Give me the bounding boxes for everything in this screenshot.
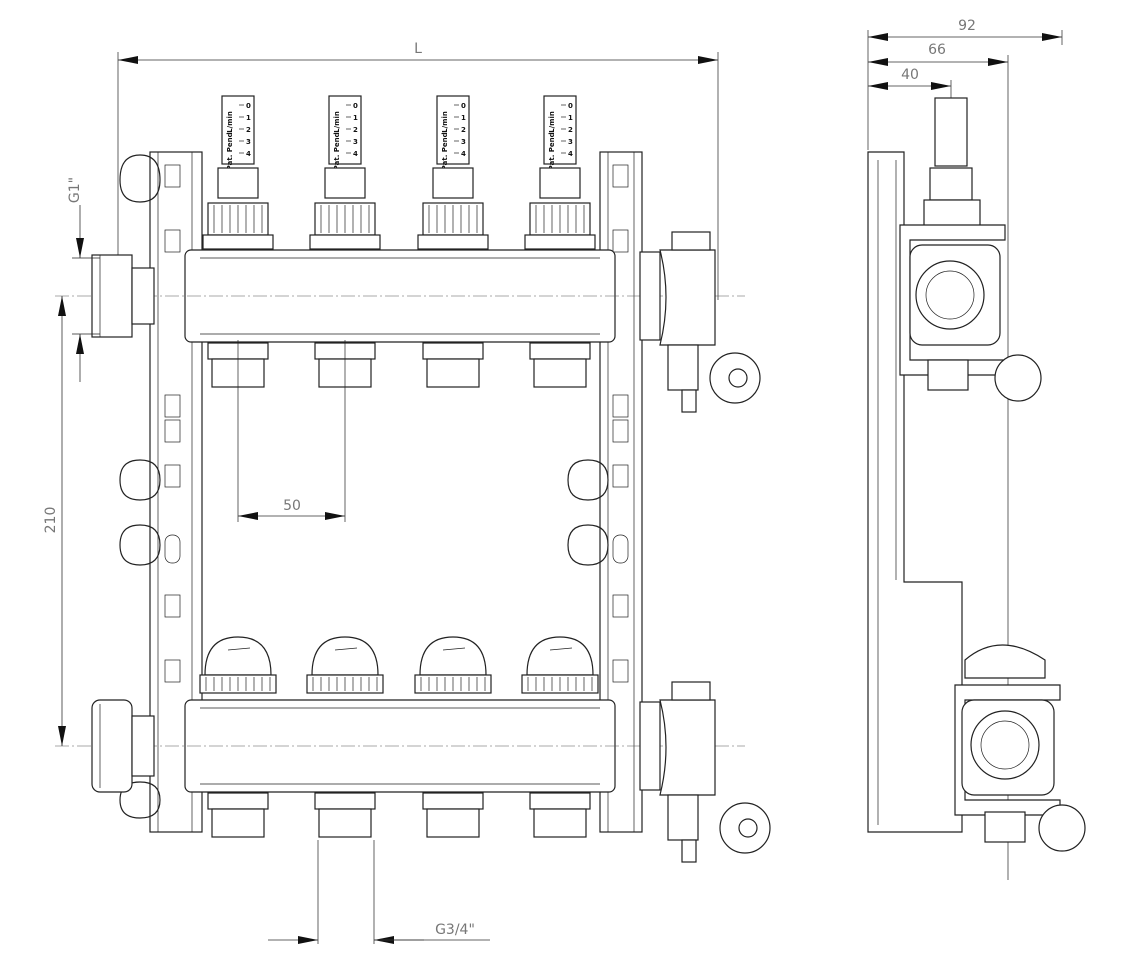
flowmeter-nut — [539, 167, 581, 199]
return-outlet-fitting — [314, 792, 376, 838]
dimension-header-spacing-label: 210 — [43, 507, 59, 534]
dimension-inlet-thread: G1" — [67, 177, 100, 382]
flowmeter-scale-mark: 3 — [568, 138, 573, 146]
bracket-slot — [164, 534, 181, 564]
flowmeter-scale-mark: 2 — [353, 126, 358, 134]
side-supply-header — [899, 224, 1042, 402]
dimension-outlet-pitch-label: 50 — [283, 498, 301, 514]
return-valve-cap[interactable] — [521, 636, 599, 694]
bracket-slot — [164, 419, 181, 443]
flowmeter-scale-mark: 4 — [246, 150, 251, 158]
side-return-header — [954, 644, 1086, 852]
supply-outlet-fitting — [422, 342, 484, 388]
bracket-slot — [612, 464, 629, 488]
side-bracket-plate — [867, 151, 963, 833]
flowmeter-scale-mark: 0 — [461, 102, 466, 110]
supply-outlet-fitting — [529, 342, 591, 388]
bracket-slot — [164, 394, 181, 418]
flowmeter-scale-mark: 0 — [353, 102, 358, 110]
flowmeter-scale-mark: 4 — [568, 150, 573, 158]
flowmeter-patent-label: Pat. Pend. — [333, 130, 341, 171]
bracket-slot — [164, 464, 181, 488]
return-valve-cap[interactable] — [414, 636, 492, 694]
flowmeter-unit-label: L/min — [333, 111, 341, 133]
flowmeter-scale-mark: 3 — [353, 138, 358, 146]
dimension-outlet-pitch: 50 — [237, 340, 346, 522]
dimension-side-small-label: 40 — [901, 67, 919, 83]
dimension-inlet-thread-label: G1" — [67, 177, 83, 203]
flowmeter-scale-mark: 2 — [568, 126, 573, 134]
flowmeter-patent-label: Pat. Pend. — [226, 130, 234, 171]
bracket-slot — [612, 659, 629, 683]
flowmeter-nut — [432, 167, 474, 199]
dimension-header-spacing: 210 — [43, 296, 66, 746]
flowmeter-scale-mark: 1 — [246, 114, 251, 122]
dimension-side-mid-label: 66 — [928, 42, 946, 58]
end-valve-top — [639, 231, 761, 413]
supply-header-bar — [184, 249, 616, 343]
return-valve-cap[interactable] — [306, 636, 384, 694]
bracket-slot — [164, 594, 181, 618]
flowmeter-scale-mark: 1 — [353, 114, 358, 122]
bracket-slot — [164, 229, 181, 253]
flowmeter-unit-label: L/min — [441, 111, 449, 133]
return-outlet-fitting — [422, 792, 484, 838]
flowmeter-adjust-knob[interactable] — [314, 202, 376, 236]
front-view: L — [43, 41, 771, 944]
flowmeter-adjust-knob[interactable] — [529, 202, 591, 236]
side-flowmeter — [923, 97, 981, 231]
bracket-slot — [612, 419, 629, 443]
dimension-side-total-label: 92 — [958, 18, 976, 34]
flowmeter-scale-mark: 3 — [461, 138, 466, 146]
return-outlet-fitting — [529, 792, 591, 838]
end-valve-bottom — [639, 681, 771, 863]
dimension-length-label: L — [414, 41, 422, 57]
return-valve-cap[interactable] — [199, 636, 277, 694]
bracket-slot — [612, 394, 629, 418]
bracket-slot — [612, 594, 629, 618]
dimension-length: L — [117, 41, 719, 300]
flowmeter-unit-label: L/min — [548, 111, 556, 133]
bracket-slot — [164, 659, 181, 683]
flowmeter-nut — [217, 167, 259, 199]
flowmeter-scale-mark: 0 — [246, 102, 251, 110]
dimension-outlet-thread-label: G3/4" — [435, 922, 475, 938]
flowmeter-adjust-knob[interactable] — [422, 202, 484, 236]
bracket-slot — [612, 534, 629, 564]
inlet-union-top — [91, 254, 155, 338]
flowmeter-adjust-knob[interactable] — [207, 202, 269, 236]
bracket-slot — [164, 164, 181, 188]
side-view: 92 66 40 — [867, 18, 1086, 880]
flowmeter-scale-mark: 4 — [353, 150, 358, 158]
flowmeter-scale-mark: 1 — [568, 114, 573, 122]
flowmeter-scale-mark: 4 — [461, 150, 466, 158]
flowmeter-unit-label: L/min — [226, 111, 234, 133]
flowmeter-scale-mark: 2 — [246, 126, 251, 134]
flowmeter-scale-mark: 3 — [246, 138, 251, 146]
flowmeter-patent-label: Pat. Pend. — [441, 130, 449, 171]
return-outlet-fitting — [207, 792, 269, 838]
flowmeter-scale-mark: 0 — [568, 102, 573, 110]
inlet-union-bottom — [91, 699, 155, 793]
flowmeter-nut — [324, 167, 366, 199]
bracket-slot — [612, 164, 629, 188]
flowmeter-scale-mark: 1 — [461, 114, 466, 122]
flowmeter-patent-label: Pat. Pend. — [548, 130, 556, 171]
dimension-outlet-thread: G3/4" — [268, 840, 490, 944]
flowmeter-scale-mark: 2 — [461, 126, 466, 134]
bracket-slot — [612, 229, 629, 253]
